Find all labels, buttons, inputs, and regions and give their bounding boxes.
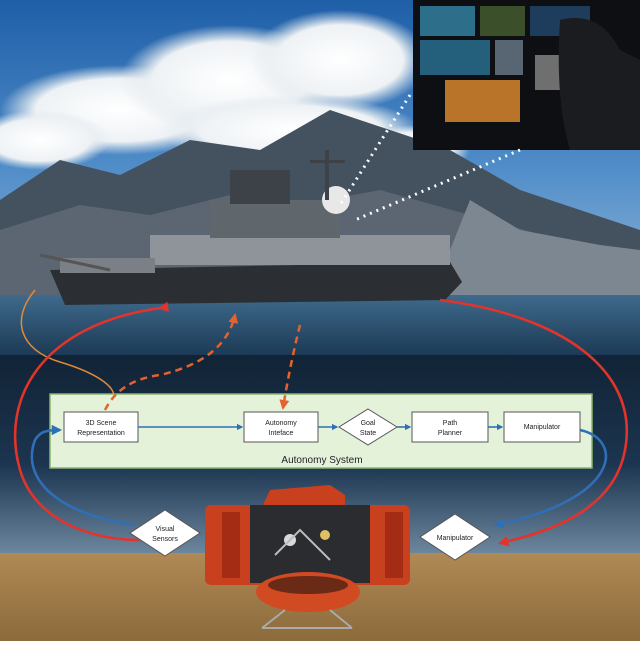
tether-line [20, 289, 115, 401]
manipulator-label: Manipulator [437, 535, 474, 542]
node-visual-sensors: Visual Sensors [129, 509, 201, 557]
visual-sensors-line1: Visual [156, 526, 175, 533]
block-goal-line2: State [360, 430, 376, 437]
control-room-inset [413, 0, 640, 150]
blue-driver-to-manipulator [492, 428, 608, 529]
block-driver-label: Manipulator [524, 424, 561, 431]
block-scene: 3D Scene Representation [63, 411, 139, 443]
red-loop-right [439, 298, 628, 547]
block-planner: Path Planner [411, 411, 489, 443]
block-interface-line2: Inteface [269, 430, 294, 437]
research-vessel [39, 150, 462, 305]
block-goal: Goal State [338, 408, 398, 446]
caption-area [0, 641, 640, 664]
sea-surface [0, 295, 640, 355]
red-loop-left [13, 301, 169, 542]
node-manipulator: Manipulator [419, 513, 491, 561]
autonomy-system-box [49, 393, 593, 469]
arrow-ship-to-interface [279, 324, 302, 410]
block-interface: Autonomy Inteface [243, 411, 319, 443]
block-goal-line1: Goal [361, 420, 376, 427]
block-interface-line1: Autonomy [265, 420, 297, 427]
block-scene-line1: 3D Scene [86, 420, 117, 427]
inset-link-dotted-2 [354, 148, 521, 222]
visual-sensors-line2: Sensors [152, 536, 178, 543]
block-planner-line1: Path [443, 420, 458, 427]
block-driver: Manipulator [503, 411, 581, 443]
inset-link-dotted-1 [338, 94, 412, 206]
blue-sensors-to-scene [30, 424, 136, 527]
rov-platform [205, 485, 410, 629]
autonomy-system-label: Autonomy System [281, 455, 362, 466]
block-scene-line2: Representation [77, 430, 125, 437]
block-planner-line2: Planner [438, 430, 463, 437]
arrow-scene-to-ship [103, 313, 239, 411]
